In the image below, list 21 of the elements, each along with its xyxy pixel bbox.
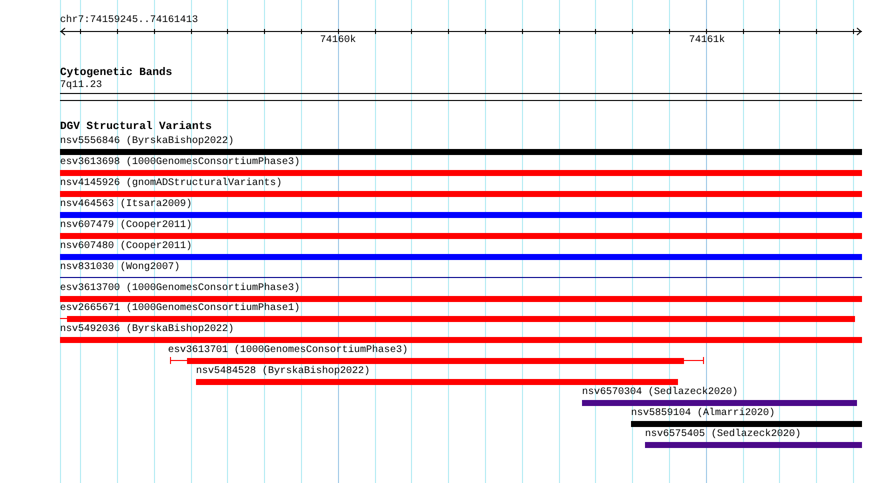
band-name: 7q11.23: [60, 80, 102, 91]
feature-label: nsv5859104 (Almarri2020): [631, 408, 776, 419]
feature-label: nsv4145926 (gnomADStructuralVariants): [60, 178, 282, 189]
feature-label: nsv831030 (Wong2007): [60, 262, 180, 273]
feature-label: esv3613698 (1000GenomesConsortiumPhase3): [60, 157, 300, 168]
tick-label: 74161k: [689, 35, 725, 46]
feature-label: nsv464563 (Itsara2009): [60, 199, 192, 210]
feature-label: nsv6570304 (Sedlazeck2020): [582, 387, 738, 398]
feature-label: nsv5556846 (ByrskaBishop2022): [60, 136, 234, 147]
feature-label: esv3613700 (1000GenomesConsortiumPhase3): [60, 283, 300, 294]
feature-label: nsv607480 (Cooper2011): [60, 241, 192, 252]
feature-label: nsv5484528 (ByrskaBishop2022): [196, 366, 370, 377]
track-title: DGV Structural Variants: [60, 122, 212, 133]
track-title: Cytogenetic Bands: [60, 68, 172, 79]
feature-label: nsv607479 (Cooper2011): [60, 220, 192, 231]
feature-label: nsv5492036 (ByrskaBishop2022): [60, 324, 234, 335]
region-label: chr7:74159245..74161413: [60, 15, 198, 26]
feature-label: esv2665671 (1000GenomesConsortiumPhase1): [60, 303, 300, 314]
tick-label: 74160k: [320, 35, 356, 46]
feature-label: esv3613701 (1000GenomesConsortiumPhase3): [168, 345, 408, 356]
feature-label: nsv6575405 (Sedlazeck2020): [645, 429, 802, 440]
